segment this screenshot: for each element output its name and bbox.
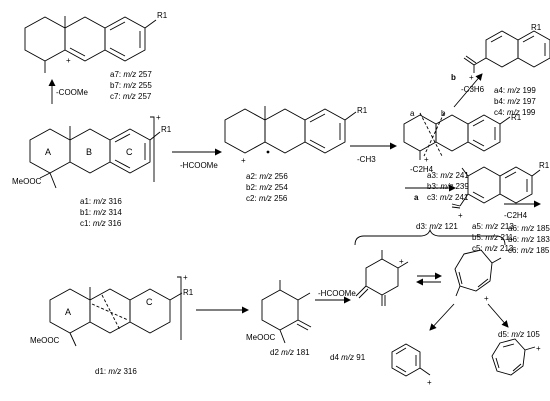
structure-a7 [24,16,157,73]
path-label-a3b: b [441,109,446,118]
arrow-d3-to-d5 [487,303,509,328]
loss-c2h4-b: -C2H4 [504,211,528,220]
structure-d2 [261,280,312,344]
path-label-b: b [451,73,456,82]
structure-a4 [463,30,550,73]
label-a2: a2: m/z 256 [246,172,288,181]
ring-label-a: A [45,147,51,157]
label-a7: a7: m/z 257 [110,70,152,79]
ester-label-a1: MeOOC [12,177,42,186]
label-d1: d1: m/z 316 [95,367,137,376]
r1-label-a4: R1 [531,23,542,32]
label-a6: a6: m/z 185 [508,224,550,233]
structure-a3 [403,112,511,160]
label-d3: d3: m/z 121 [416,222,458,231]
label-d4: d4 m/z 91 [330,353,366,362]
r1-label-a5: R1 [539,161,550,170]
cation-charge-d4: + [427,378,432,387]
structure-a1 [29,116,161,189]
label-a1: a1: m/z 316 [80,197,122,206]
cation-charge-a2: + [241,156,246,165]
ring-label-c-d1: C [146,297,153,307]
label-b6: b6: m/z 183 [508,235,550,244]
cation-charge-a4: + [469,73,474,82]
label-b3: b3: m/z 239 [427,182,469,191]
loss-c2h4-a: -C2H4 [410,165,434,174]
r1-label-d1: R1 [183,288,194,297]
structure-d3-cyclohexyl [355,250,409,306]
cation-charge-a5: + [458,211,463,220]
arrow-d3-to-d4 [429,303,455,331]
radical-cation-a1: + [156,113,161,122]
arrow-a3-to-a4 [453,73,483,108]
r1-label-a1: R1 [161,125,172,134]
cation-charge-a7: + [66,56,71,65]
label-a5: a5: m/z 213 [472,222,514,231]
d3-bracket [354,228,506,246]
label-b1: b1: m/z 314 [80,208,122,217]
label-a4: a4: m/z 199 [494,86,536,95]
cation-charge-a3: + [424,155,429,164]
label-c3: c3: m/z 241 [427,193,469,202]
structure-d5 [491,338,536,376]
ring-label-a-d1: A [65,307,71,317]
cation-charge-d3a: + [399,257,404,266]
structure-d3-cycloheptadienyl [454,249,502,297]
loss-hcooome-bottom: -HCOOMe [318,289,356,298]
structure-d4 [391,343,431,377]
label-c2: c2: m/z 256 [246,194,288,203]
label-a3: a3: m/z 241 [427,171,469,180]
ester-label-d2: MeOOC [246,333,276,342]
label-c4: c4: m/z 199 [494,108,536,117]
label-d2: d2 m/z 181 [270,348,310,357]
label-b2: b2: m/z 254 [246,183,288,192]
label-b5: b5: m/z 211 [472,233,514,242]
structure-d1 [49,276,183,347]
ring-label-b: B [86,147,92,157]
loss-hcooome-top: -HCOOMe [180,161,218,170]
radical-cation-d1: + [183,273,188,282]
label-b7: b7: m/z 255 [110,81,152,90]
label-b4: b4: m/z 197 [494,97,536,106]
path-label-a: a [414,193,419,202]
path-label-a3a: a [410,109,415,118]
loss-c3h6: -C3H6 [461,85,485,94]
loss-ch3: -CH3 [357,155,376,164]
label-c1: c1: m/z 316 [80,219,122,228]
label-d5: d5: m/z 105 [498,330,540,339]
r1-label-a2: R1 [357,106,368,115]
r1-label-a7: R1 [157,11,168,20]
ring-label-c: C [126,147,133,157]
cation-charge-d5: + [536,344,541,353]
label-c5: c5: m/z 213 [472,244,514,253]
structure-a2 [224,106,357,154]
r1-label-a3: R1 [511,113,522,122]
label-c7: c7: m/z 257 [110,92,152,101]
structure-a5 [451,166,541,209]
loss-cooome: -COOMe [56,88,89,97]
label-c6: c6: m/z 185 [508,246,550,255]
cation-charge-d3b: + [484,294,489,303]
ester-label-d1: MeOOC [30,336,60,345]
